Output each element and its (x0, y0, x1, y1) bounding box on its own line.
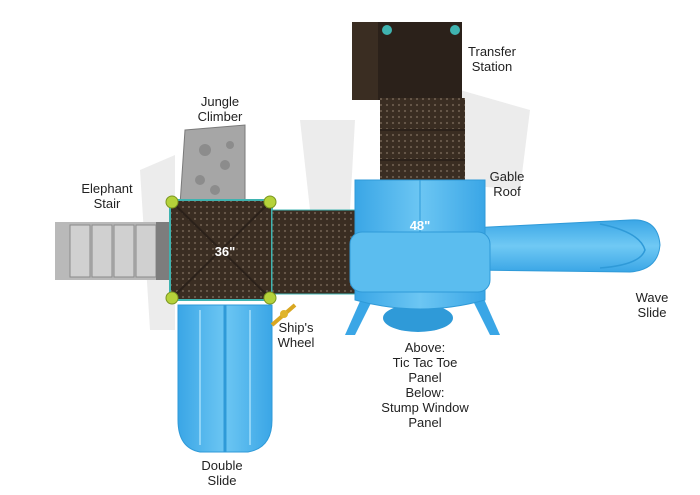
deck-height-48: 48" (409, 218, 431, 233)
label-elephant-stair: Elephant Stair (81, 181, 133, 211)
jungle-climber (179, 124, 246, 206)
deck-height-36: 36" (214, 244, 236, 259)
label-transfer-station: Transfer Station (468, 44, 516, 74)
deck-48-gable-roof (340, 179, 500, 335)
wave-slide (469, 219, 661, 273)
label-wave-slide: Wave Slide (635, 290, 669, 320)
transfer-station (352, 22, 465, 188)
ships-wheel (270, 303, 297, 327)
post-caps (165, 195, 277, 305)
double-slide (177, 304, 273, 453)
label-stump-window: Below: Stump Window Panel (381, 385, 469, 430)
label-double-slide: Double Slide (201, 458, 243, 488)
ground-shadow (140, 90, 530, 330)
label-tic-tac-toe: Above: Tic Tac Toe Panel (392, 340, 458, 385)
label-ships-wheel: Ship's Wheel (277, 320, 315, 350)
label-jungle-climber: Jungle Climber (197, 94, 243, 124)
label-gable-roof: Gable Roof (489, 169, 525, 199)
elephant-stair (55, 222, 170, 280)
bridge-walkway (271, 209, 363, 295)
